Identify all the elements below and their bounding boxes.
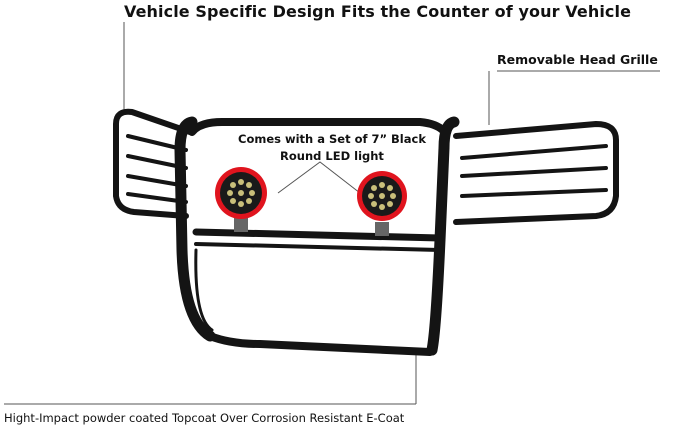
- led-callout-line-2: Round LED light: [280, 149, 384, 163]
- coating-callout: Hight-Impact powder coated Topcoat Over …: [4, 411, 405, 425]
- design-fit-callout: Vehicle Specific Design Fits the Counter…: [124, 2, 632, 21]
- removable-grille-callout: Removable Head Grille: [497, 52, 658, 67]
- led-callout-lines: [277, 161, 361, 194]
- led-light-callout: Comes with a Set of 7” Black Round LED l…: [238, 131, 426, 165]
- callout-lines: [4, 22, 660, 405]
- grille-frame: [113, 108, 619, 356]
- led-light-left: [215, 167, 267, 232]
- led-callout-line-1: Comes with a Set of 7” Black: [238, 132, 426, 146]
- led-light-right: [357, 171, 407, 236]
